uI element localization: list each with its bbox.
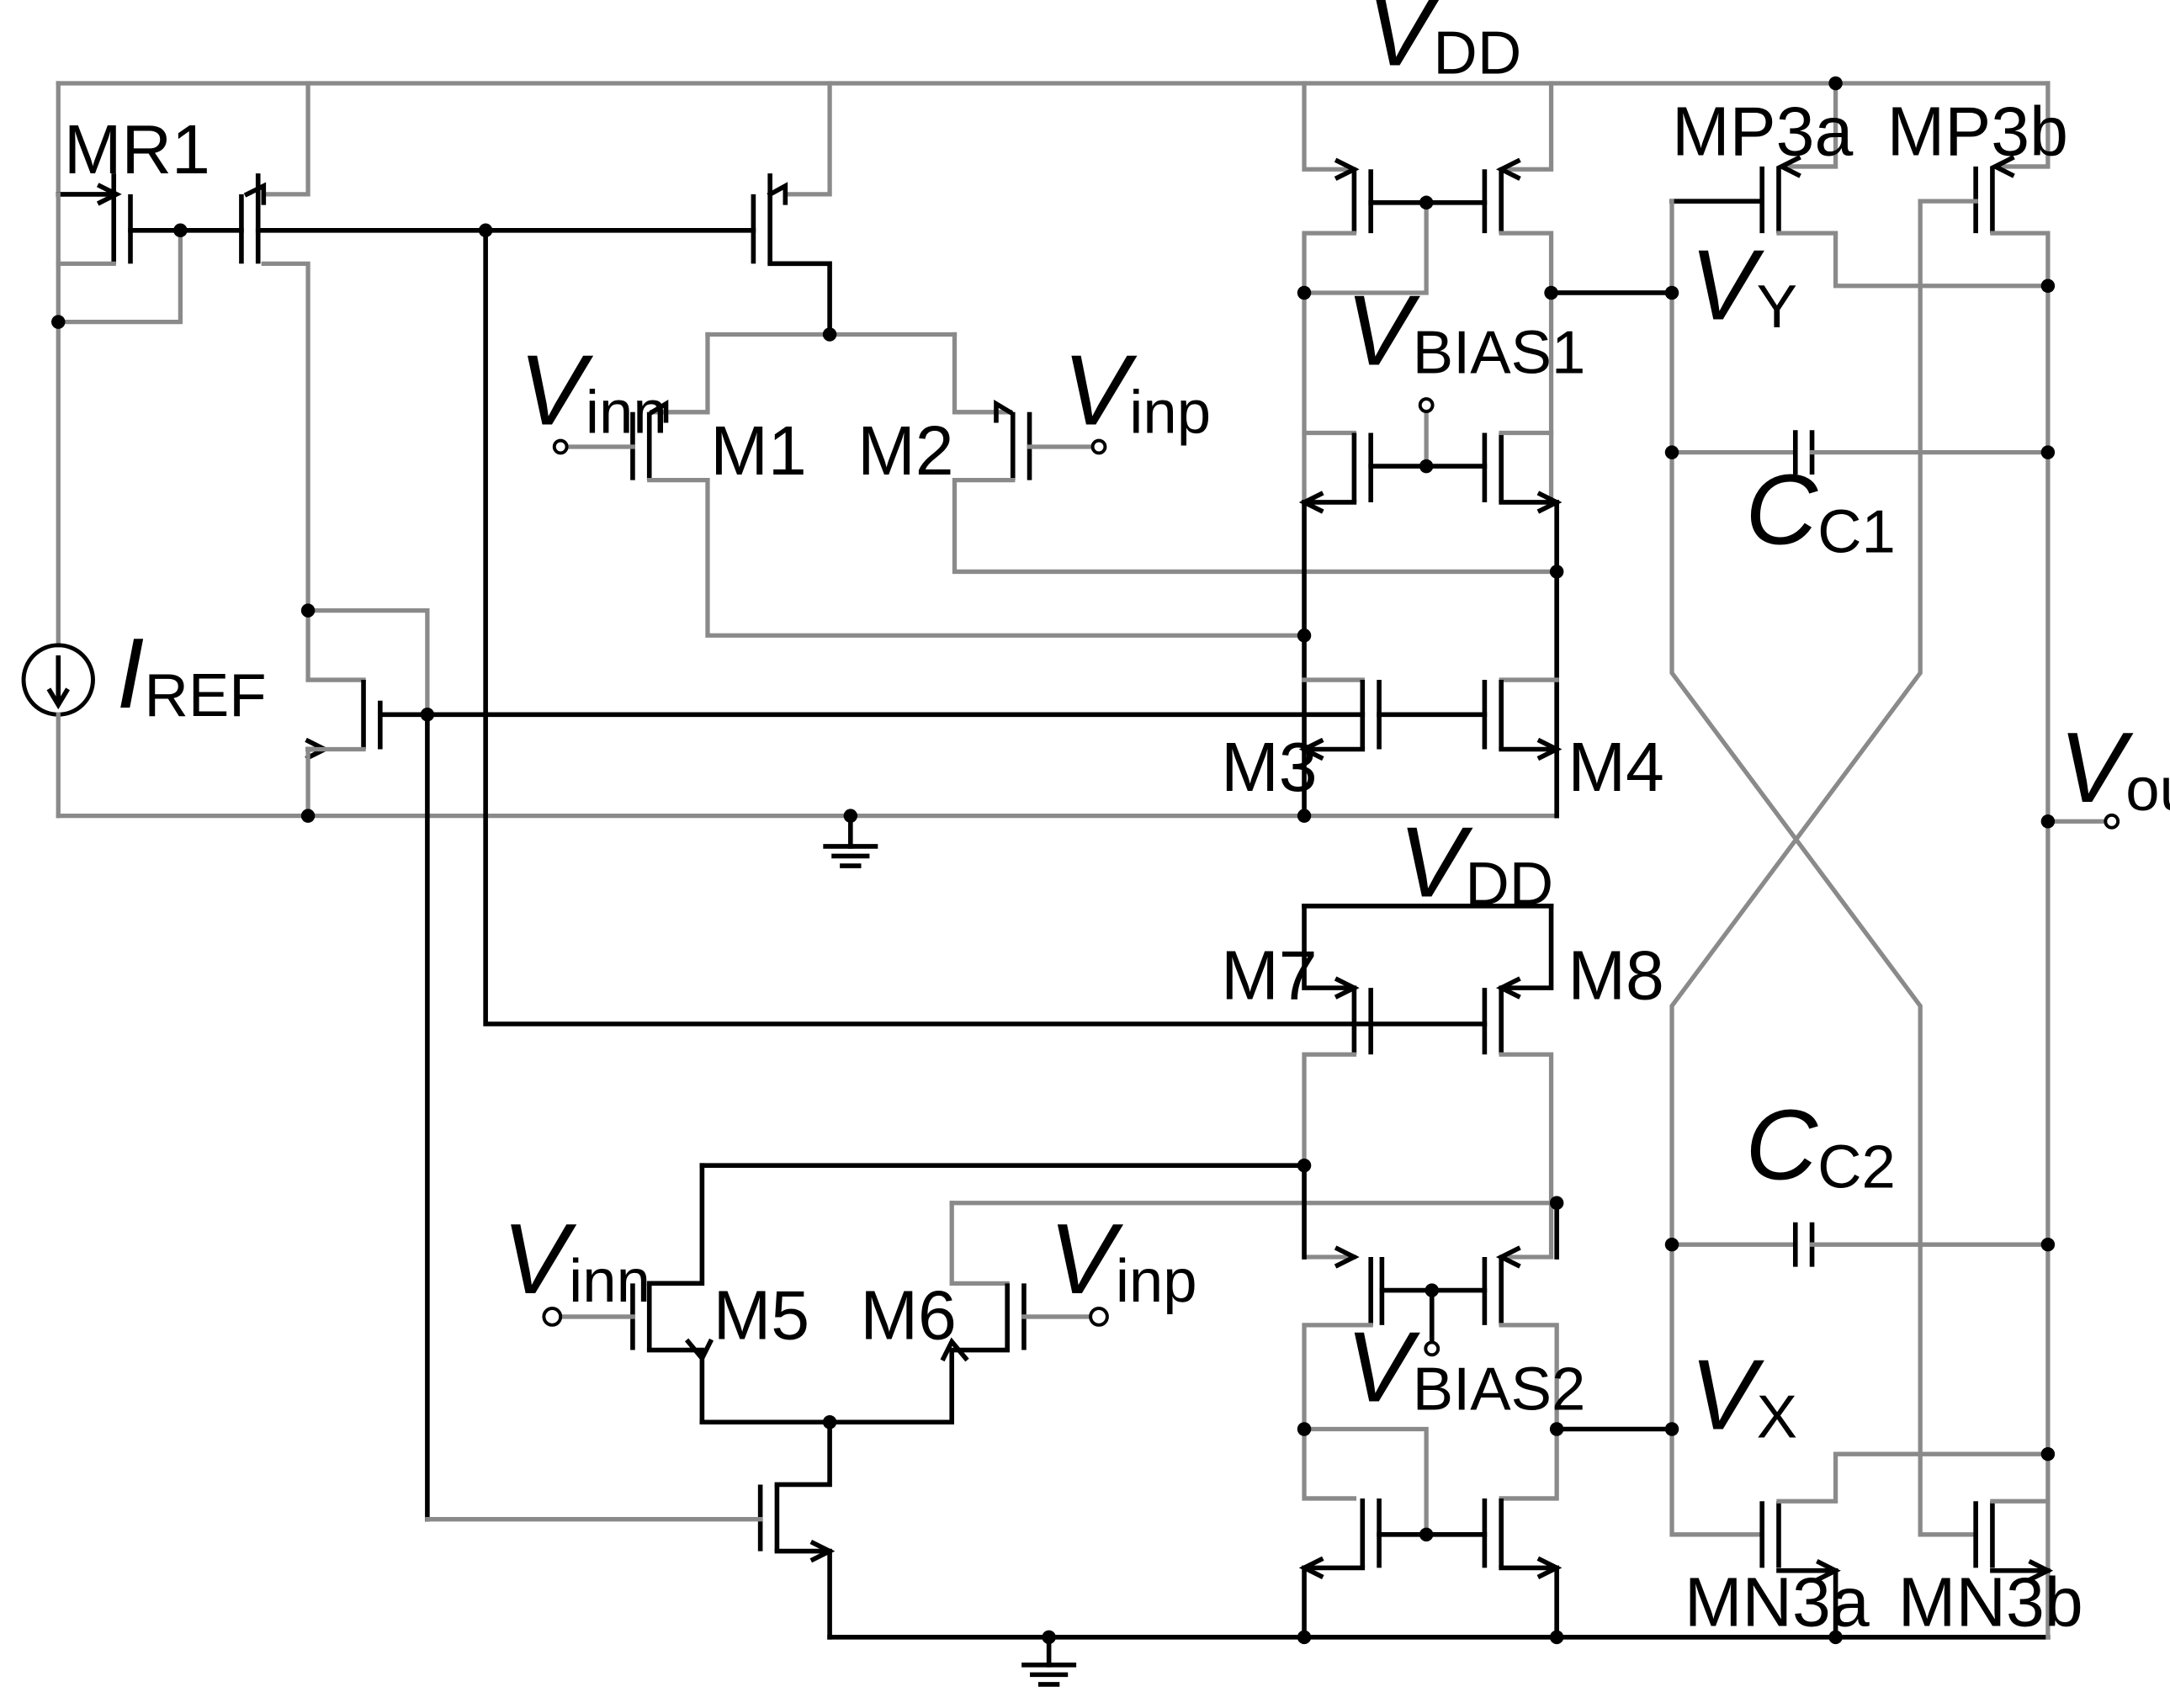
- ground-symbol-bottom: [1021, 1635, 1077, 1687]
- transistor-mr1: [56, 173, 310, 613]
- label-m4: M4: [1568, 729, 1664, 806]
- label-mr1: MR1: [64, 111, 210, 188]
- terminal-pins: [542, 397, 2120, 1357]
- transistor-nbias: [305, 607, 1366, 1522]
- label-cc2: CC2: [1745, 1090, 1896, 1201]
- m3-m4-pair: [1298, 677, 1563, 761]
- diff-pair-bottom: [549, 1163, 1559, 1488]
- ground-symbol-top: [823, 813, 878, 868]
- label-vdd-mid: VDD: [1398, 807, 1553, 918]
- label-mp3a: MP3a: [1672, 93, 1854, 171]
- label-m6: M6: [860, 1276, 957, 1354]
- transistor-tail-p: [751, 173, 832, 337]
- label-vinn-top: Vinn: [519, 336, 667, 447]
- label-vx: VX: [1690, 1340, 1797, 1451]
- label-m3: M3: [1221, 729, 1318, 806]
- label-vinn-bottom: Vinn: [502, 1204, 650, 1315]
- label-m1: M1: [710, 412, 807, 490]
- label-m7: M7: [1221, 936, 1318, 1014]
- label-vdd-top: VDD: [1366, 0, 1521, 88]
- folded-cascode-bottom: [1298, 1163, 1674, 1640]
- transistor-tail-n: [425, 1484, 836, 1640]
- label-mn3b: MN3b: [1898, 1564, 2083, 1642]
- label-cc1: CC1: [1745, 454, 1896, 565]
- label-vinp-top: Vinp: [1063, 336, 1211, 447]
- label-vbias1: VBIAS1: [1346, 276, 1586, 387]
- junction-dots: [51, 76, 2056, 1645]
- label-vy: VY: [1690, 230, 1797, 341]
- output-stage: [1669, 155, 2112, 1640]
- current-source-iref: [21, 261, 95, 819]
- label-m5: M5: [714, 1276, 810, 1354]
- vdd-rail-mid: [1302, 904, 1554, 990]
- label-mn3a: MN3a: [1685, 1564, 1870, 1642]
- m7-m8-pair: [483, 227, 1554, 1269]
- label-vinp-bottom: Vinp: [1049, 1204, 1197, 1315]
- labels: VDD VDD MR1 M1 M2 M3 M4 M7 M8 M5 M6 MP3a…: [64, 0, 2170, 1642]
- label-vout: Vout: [2059, 713, 2170, 824]
- label-m8: M8: [1568, 936, 1664, 1014]
- label-iref: IREF: [117, 618, 267, 729]
- label-m2: M2: [857, 412, 954, 490]
- label-mp3b: MP3b: [1887, 93, 2068, 171]
- vdd-rail-top: [56, 81, 2051, 197]
- label-vbias2: VBIAS2: [1346, 1313, 1586, 1424]
- folded-cascode-top: [1298, 157, 1674, 819]
